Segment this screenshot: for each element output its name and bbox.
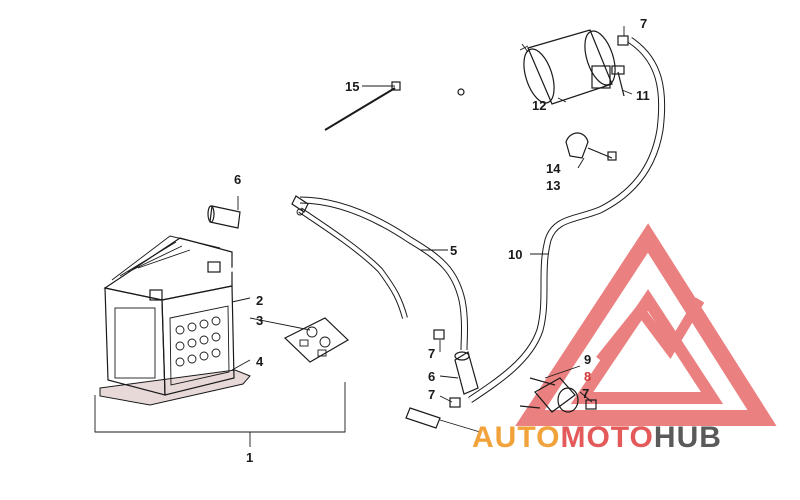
nut-lower [449, 397, 461, 408]
callout-3: 3 [256, 313, 263, 328]
callout-7-top: 7 [640, 16, 647, 31]
callout-2: 2 [256, 293, 263, 308]
nut-right [585, 399, 597, 410]
watermark-logo [515, 223, 777, 426]
terminal-boot [207, 205, 241, 229]
leader-lines [231, 26, 633, 403]
callout-4: 4 [256, 354, 264, 369]
ground-cable [229, 88, 465, 319]
cable-clamp [565, 132, 617, 161]
watermark: AUTOMOTOHUB [472, 421, 722, 454]
callout-7-lower: 7 [428, 387, 435, 402]
fuse-holder [405, 407, 481, 433]
nut-top [617, 35, 629, 46]
callout-15: 15 [345, 79, 359, 94]
assembly-bracket [94, 382, 346, 433]
terminal-hardware-kit [283, 317, 349, 363]
callout-labels: 1 2 3 4 5 6 6 7 7 7 7 8 9 10 11 12 13 14… [234, 16, 650, 465]
watermark-part-hub: HUB [654, 421, 722, 454]
mounting-bolt [611, 65, 625, 97]
positive-cable [291, 195, 468, 351]
terminal-boot-lower [454, 351, 479, 395]
callout-9: 9 [584, 352, 591, 367]
cable-tie [324, 81, 401, 131]
callout-6-lower: 6 [428, 369, 435, 384]
callout-6-upper: 6 [234, 172, 241, 187]
starter-solenoid [519, 377, 579, 413]
warning-label-icons [175, 316, 221, 367]
watermark-part-auto: AUTO [472, 421, 560, 454]
callout-8: 8 [584, 369, 591, 384]
callout-12: 12 [532, 98, 546, 113]
svg-text:AUTOMOTOHUB: AUTOMOTOHUB [472, 421, 722, 454]
starter-motor [519, 29, 616, 105]
callout-5: 5 [450, 243, 457, 258]
watermark-part-moto: MOTO [560, 421, 653, 454]
battery [99, 235, 251, 406]
callout-1: 1 [246, 450, 253, 465]
callout-7-right: 7 [582, 386, 589, 401]
callout-13: 13 [546, 178, 560, 193]
callout-10: 10 [508, 247, 522, 262]
callout-14: 14 [546, 161, 561, 176]
callout-11: 11 [636, 88, 650, 103]
nut-left [433, 329, 445, 340]
starter-cable [468, 37, 666, 403]
callout-7-left: 7 [428, 346, 435, 361]
